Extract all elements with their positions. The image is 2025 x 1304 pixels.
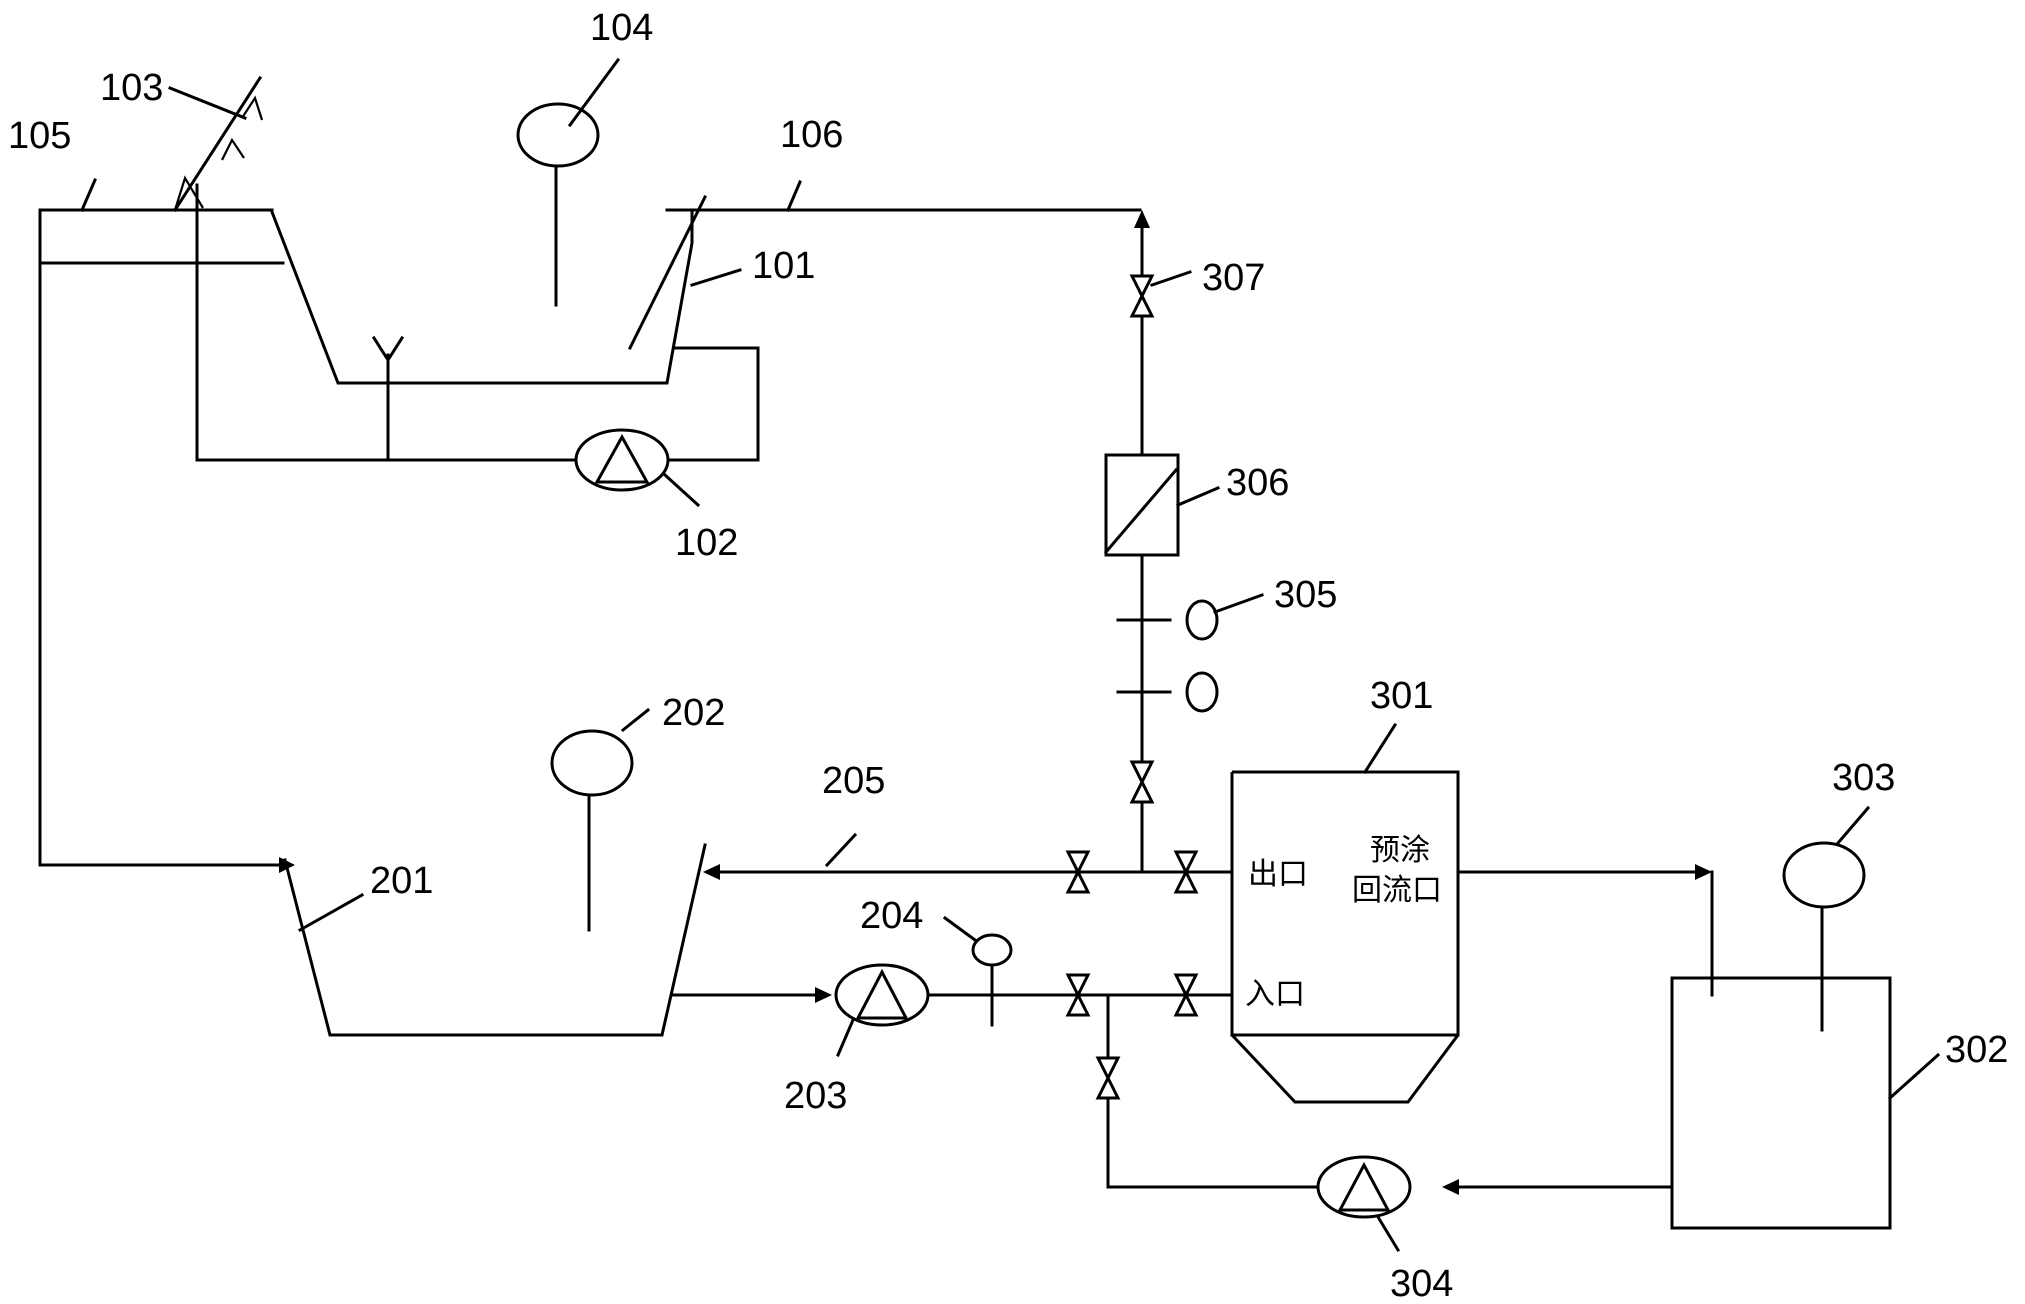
label-301: 301	[1370, 675, 1433, 717]
vessel-301	[1230, 770, 1714, 1104]
leader-lines	[80, 57, 1941, 1253]
label-307: 307	[1202, 257, 1265, 299]
label-303: 303	[1832, 757, 1895, 799]
label-202: 202	[662, 692, 725, 734]
label-103: 103	[100, 67, 163, 109]
label-105: 105	[8, 115, 71, 157]
label-106: 106	[780, 114, 843, 156]
agitator-104	[516, 102, 600, 168]
label-201: 201	[370, 860, 433, 902]
gauge-204	[971, 933, 1013, 967]
reference-labels: 103 104 105 106 101 102 202 201 205 204 …	[8, 7, 2008, 1304]
gauge-305	[1185, 599, 1219, 641]
precoat-label-line2: 回流口	[1352, 873, 1442, 908]
label-104: 104	[590, 7, 653, 49]
label-102: 102	[675, 522, 738, 564]
precoat-label-line1: 预涂	[1370, 833, 1430, 868]
tank-101	[38, 75, 1142, 867]
label-306: 306	[1226, 462, 1289, 504]
label-204: 204	[860, 895, 923, 937]
pump-304-line	[1095, 993, 1674, 1219]
tank-302	[1670, 841, 1892, 1230]
tank-201	[38, 729, 1234, 1037]
gauge-lower	[1185, 671, 1219, 713]
valve-307	[1129, 274, 1155, 318]
label-305: 305	[1274, 574, 1337, 616]
label-203: 203	[784, 1075, 847, 1117]
filter-line	[1103, 210, 1219, 874]
agitator-303	[1782, 841, 1866, 909]
inlet-label: 入口	[1245, 977, 1305, 1012]
agitator-202	[550, 729, 634, 797]
outlet-label: 出口	[1248, 857, 1308, 892]
label-101: 101	[752, 245, 815, 287]
label-304: 304	[1390, 1263, 1453, 1304]
valves-horizontal	[1065, 850, 1199, 1017]
label-205: 205	[822, 760, 885, 802]
label-302: 302	[1945, 1029, 2008, 1071]
port-labels: 出口 入口 预涂 回流口	[1245, 833, 1442, 1012]
